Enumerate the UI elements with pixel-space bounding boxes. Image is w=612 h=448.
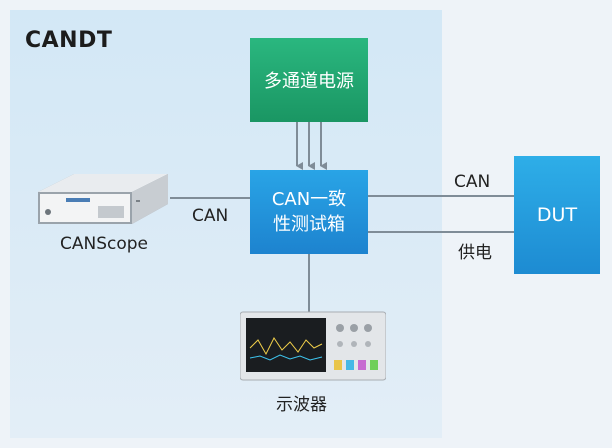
canscope-link-label: CAN — [192, 206, 229, 226]
power-supply-box: 多通道电源 — [250, 38, 368, 122]
tester-label-line2: 性测试箱 — [273, 214, 345, 235]
dut-box: DUT — [514, 156, 600, 274]
oscilloscope-device — [239, 310, 387, 386]
tester-label-line1: CAN一致 — [271, 189, 347, 210]
dut-power-link-label: 供电 — [458, 243, 492, 263]
dut-can-link-label: CAN — [454, 172, 491, 192]
can-tester-box: CAN一致 性测试箱 — [250, 170, 368, 254]
canscope-device — [38, 172, 170, 232]
diagram-title: CANDT — [25, 28, 113, 53]
oscilloscope-label: 示波器 — [276, 395, 327, 415]
dut-label: DUT — [536, 204, 578, 226]
canscope-label: CANScope — [60, 234, 149, 254]
power-supply-label: 多通道电源 — [264, 71, 354, 92]
